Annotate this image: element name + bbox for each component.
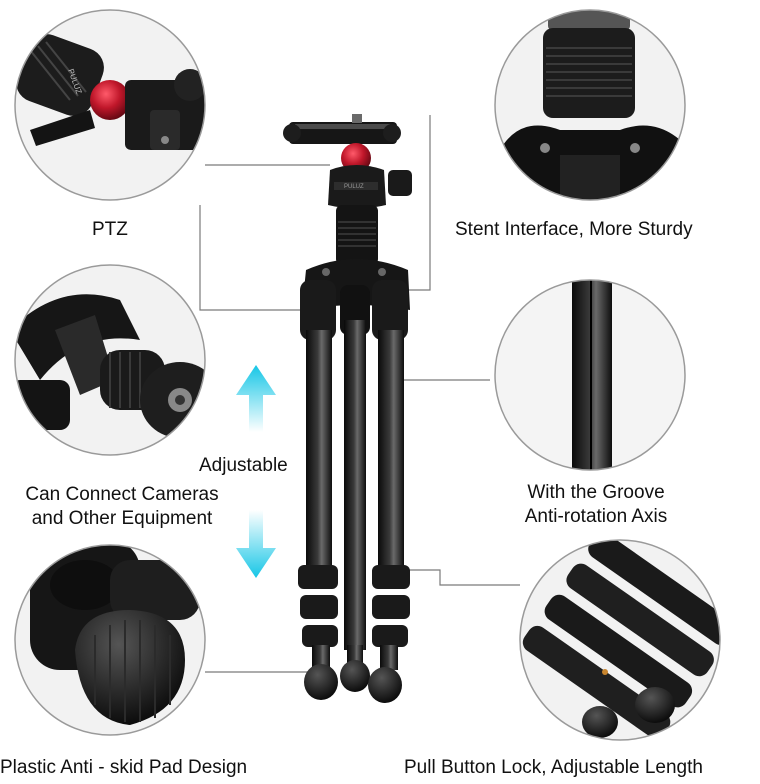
label-stent-interface: Stent Interface, More Sturdy <box>455 219 693 240</box>
adjust-arrow-down <box>236 510 276 578</box>
label-anti-skid-pad: Plastic Anti - skid Pad Design <box>0 757 248 778</box>
detail-circle-pad <box>14 544 206 736</box>
detail-circle-connect <box>14 264 206 456</box>
detail-circle-groove <box>494 279 686 471</box>
adjust-arrow-up <box>236 365 276 432</box>
label-adjustable: Adjustable <box>199 455 288 476</box>
label-ptz: PTZ <box>92 219 128 240</box>
callout-lines <box>199 115 520 673</box>
detail-circle-stent <box>494 9 686 201</box>
label-pull-button-lock: Pull Button Lock, Adjustable Length <box>404 757 703 778</box>
detail-circle-lock <box>519 539 721 741</box>
label-connect-line1: Can Connect Cameras <box>25 484 219 505</box>
detail-circle-ptz: PULUZ <box>14 9 206 201</box>
label-groove-line1: With the Groove <box>527 482 665 503</box>
label-connect-line2: and Other Equipment <box>31 508 213 529</box>
label-connect-cameras: Can Connect Cameras and Other Equipment <box>8 483 236 531</box>
label-groove-line2: Anti-rotation Axis <box>524 506 668 527</box>
brand-logo: PULUZ <box>344 184 364 190</box>
label-groove-axis: With the Groove Anti-rotation Axis <box>498 481 694 529</box>
tripod-center: PULUZ <box>283 114 412 703</box>
